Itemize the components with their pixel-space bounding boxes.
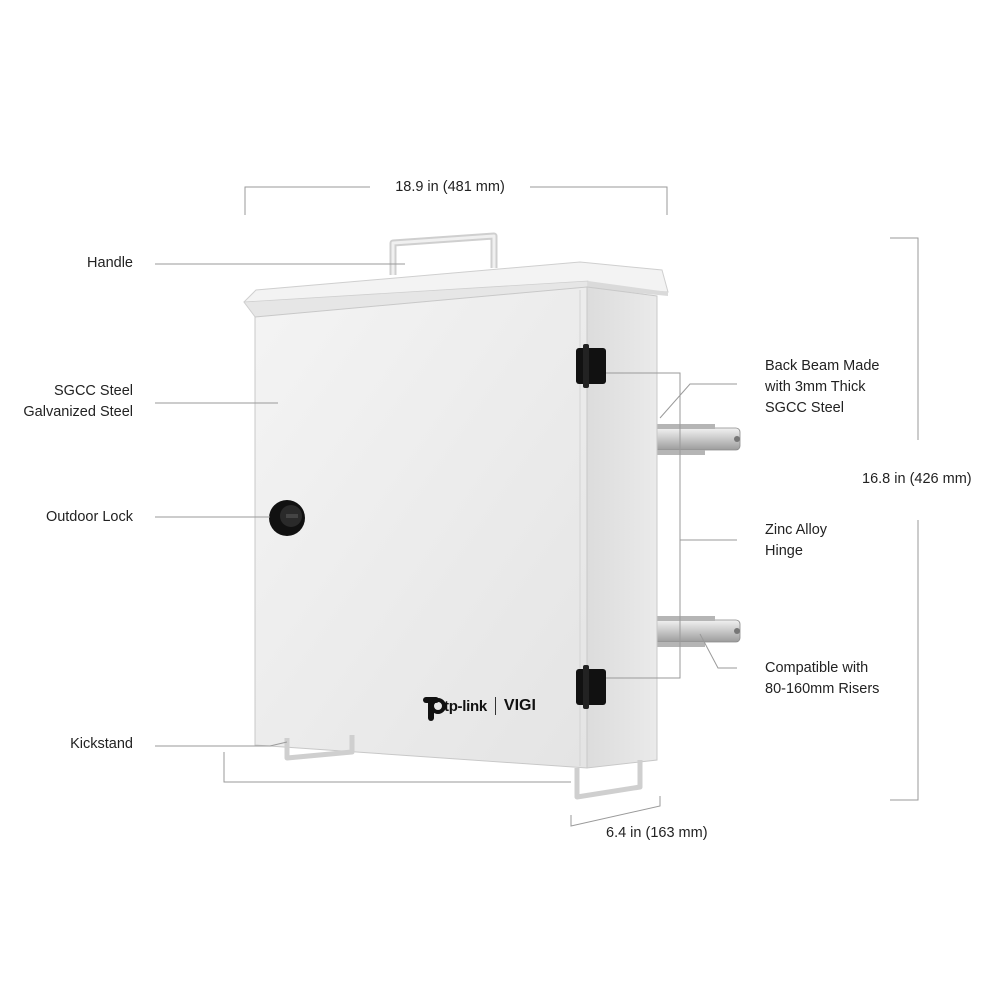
back-beam-label-line-2: with 3mm Thick (765, 379, 866, 395)
outdoor-lock-label: Outdoor Lock (45, 509, 133, 525)
handle (389, 232, 498, 275)
leader-lines (155, 263, 737, 783)
logo-product-text: VIGI (503, 697, 536, 714)
back-beam-label-line-3: SGCC Steel (765, 400, 844, 416)
tp-link-logo-mark (423, 697, 446, 721)
depth-dimension-label: 6.4 in (163 mm) (606, 825, 708, 841)
depth-dimension-bracket (570, 796, 661, 827)
back-beam-label: Back Beam Made with 3mm Thick SGCC Steel (765, 356, 879, 419)
steel-label-line-2: Galvanized Steel (23, 404, 133, 420)
outdoor-lock (269, 500, 305, 536)
hinge-label-line-2: Hinge (765, 543, 803, 559)
handle-label: Handle (87, 255, 133, 271)
risers-label: Compatible with 80-160mm Risers (765, 658, 879, 700)
enclosure-body (243, 261, 669, 769)
logo-divider (494, 697, 496, 715)
lower-hinge (576, 665, 606, 709)
hinge-label-line-1: Zinc Alloy (765, 522, 828, 538)
kickstand-label: Kickstand (70, 736, 133, 752)
height-dimension-bracket (890, 237, 919, 801)
back-beam-label-line-1: Back Beam Made (765, 358, 880, 374)
upper-hinge (576, 344, 606, 388)
tp-link-vigi-logo: tp-link VIGI (441, 688, 536, 724)
risers-label-line-2: 80-160mm Risers (765, 681, 880, 697)
logo-brand-text: tp-link (444, 697, 487, 715)
width-dimension-bracket (244, 186, 668, 215)
risers-label-line-1: Compatible with (765, 660, 869, 676)
kickstand (284, 735, 643, 800)
width-dimension-label: 18.9 in (481 mm) (395, 179, 505, 195)
steel-label-line-1: SGCC Steel (54, 383, 133, 399)
steel-label: SGCC Steel Galvanized Steel (5, 381, 133, 423)
hinge-label: Zinc Alloy Hinge (765, 520, 827, 562)
height-dimension-label: 16.8 in (426 mm) (862, 471, 972, 487)
